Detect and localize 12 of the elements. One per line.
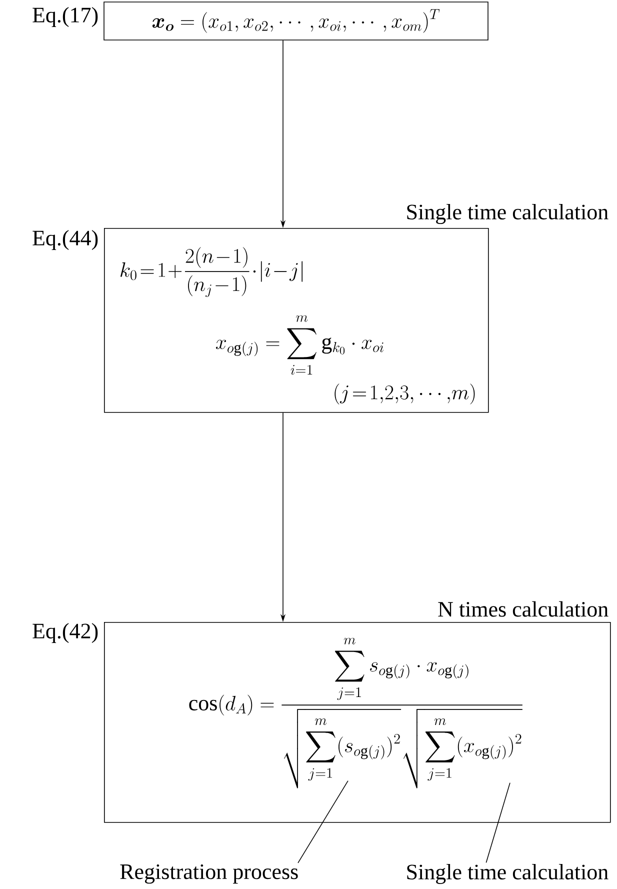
box-caption: N times calculation [438, 601, 608, 617]
formula-box: $\cos(d_A) = \frac{\displaystyle\sum_{j=1}^{m} s_{o\mathrm{g}(j)} \cdot x_{o\mathrm{g}(j)}}{\sqrt{\displaystyle\sum_{j=1}^{m}(s_{o\mathrm{g}(j)})^2}\sqrt{\displaystyle\sum_{j=1}^{m}(x_{o\mathrm{g}(j)})^2}}$ [104, 622, 611, 823]
callout-text: Registration process [120, 864, 298, 884]
formula-box: $k_0\!=\!1\!+\!\frac{2(n\!-\!1)}{(n_j\!-\!1)}\!\cdot\!|i\!-\!j|$ $x_{o\mathrm{g}(j)} = \sum_{i=1}^{m} \mathrm{g}_{k_0} \cdot x_{oi}$ $(j\!=\!1{,}2{,}3{,}\cdots{,}m)$ [104, 228, 489, 413]
equation-number: Eq.(17) [32, 7, 98, 27]
equation-number: Eq.(44) [32, 230, 98, 250]
leader-line [298, 780, 348, 864]
box-caption: Single time calculation [407, 204, 608, 224]
equation-number: Eq.(42) [32, 623, 98, 643]
leader-line [486, 782, 510, 863]
callout-text: Single time calculation [407, 864, 608, 884]
formula-box: $\bm{x_o} = (x_{o1}, x_{o2}, \cdots, x_{oi}, \cdots, x_{om})^T$ [104, 2, 488, 40]
